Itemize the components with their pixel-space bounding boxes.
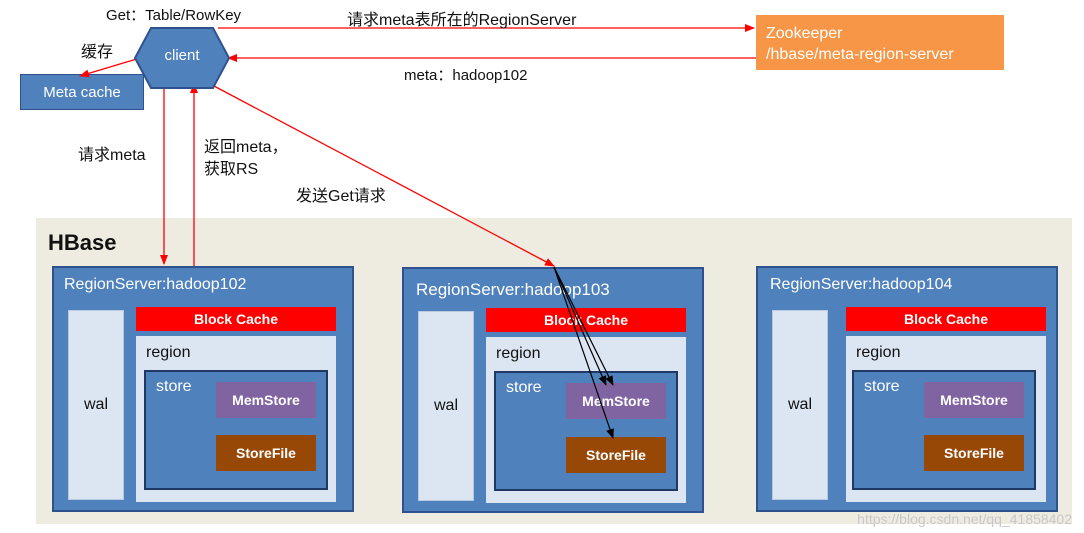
- memstore: MemStore: [566, 383, 666, 419]
- region-label: region: [496, 345, 541, 362]
- region-label: region: [146, 344, 191, 361]
- return-meta-label: 返回meta，: [204, 139, 288, 156]
- wal-box: wal: [772, 310, 828, 500]
- zookeeper-path: /hbase/meta-region-server: [766, 46, 954, 63]
- wal-box: wal: [68, 310, 124, 500]
- arrow-send-get: [213, 85, 555, 267]
- arrow-client-to-meta-cache: [79, 57, 141, 78]
- region-box: region store MemStore StoreFile: [136, 336, 336, 502]
- store-box: store MemStore StoreFile: [144, 370, 328, 490]
- get-rs-label: 获取RS: [204, 161, 259, 178]
- store-label: store: [864, 378, 900, 395]
- meta-reply-label: meta：hadoop102: [404, 67, 528, 84]
- region-server-hadoop104: RegionServer:hadoop104 wal Block Cache r…: [756, 266, 1058, 512]
- block-cache: Block Cache: [136, 307, 336, 331]
- client-hexagon: [133, 27, 231, 89]
- client-label: client: [164, 47, 200, 64]
- arrow-to-storefile: [553, 266, 614, 439]
- region-server-title: RegionServer:hadoop104: [770, 276, 953, 293]
- region-box: region store MemStore StoreFile: [486, 337, 686, 503]
- store-box: store MemStore StoreFile: [852, 370, 1036, 490]
- region-server-hadoop102: RegionServer:hadoop102 wal Block Cache r…: [52, 266, 354, 512]
- wal-box: wal: [418, 311, 474, 501]
- get-request-label: Get：Table/RowKey: [106, 7, 242, 24]
- memstore: MemStore: [924, 382, 1024, 418]
- storefile: StoreFile: [216, 435, 316, 471]
- send-get-label: 发送Get请求: [296, 188, 386, 205]
- zookeeper-box: Zookeeper /hbase/meta-region-server: [756, 15, 1004, 70]
- store-label: store: [506, 379, 542, 396]
- block-cache: Block Cache: [846, 307, 1046, 331]
- memstore: MemStore: [216, 382, 316, 418]
- arrow-to-memstore-2: [553, 266, 607, 386]
- request-meta-label: 请求meta: [78, 147, 146, 164]
- region-server-title: RegionServer:hadoop102: [64, 276, 247, 293]
- region-box: region store MemStore StoreFile: [846, 336, 1046, 502]
- request-zookeeper-label: 请求meta表所在的RegionServer: [347, 12, 577, 29]
- watermark: https://blog.csdn.net/qq_41858402: [857, 511, 1072, 527]
- cache-label: 缓存: [81, 44, 114, 61]
- store-box: store MemStore StoreFile: [494, 371, 678, 491]
- hbase-title: HBase: [48, 230, 117, 255]
- storefile: StoreFile: [566, 437, 666, 473]
- region-label: region: [856, 344, 901, 361]
- store-label: store: [156, 378, 192, 395]
- arrow-to-memstore-1: [553, 266, 614, 386]
- region-server-hadoop103: RegionServer:hadoop103 wal Block Cache r…: [402, 267, 704, 513]
- zookeeper-title: Zookeeper: [766, 25, 843, 42]
- block-cache: Block Cache: [486, 308, 686, 332]
- storefile: StoreFile: [924, 435, 1024, 471]
